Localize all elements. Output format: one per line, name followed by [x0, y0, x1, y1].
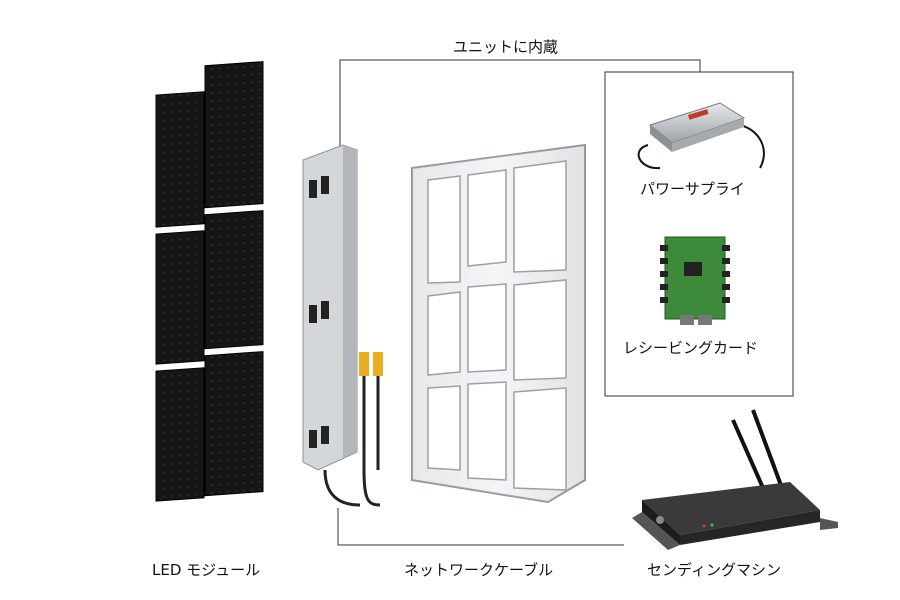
led-module-panels	[155, 61, 264, 502]
sending-machine-device	[632, 409, 838, 550]
network-cable-line	[337, 508, 624, 546]
network-cable-label: ネットワークケーブル	[404, 561, 554, 579]
receiving-card-label: レシービングカード	[623, 339, 759, 357]
sending-machine-label: センディングマシン	[647, 561, 781, 579]
receiving-card-device	[660, 236, 730, 325]
unit-power-box	[302, 144, 383, 507]
internal-components-box	[604, 71, 794, 397]
power-supply-device	[637, 102, 765, 170]
built-in-bracket-line	[339, 59, 701, 150]
built-in-label: ユニットに内蔵	[453, 38, 559, 56]
led-module-label: LED モジュール	[152, 561, 261, 579]
power-supply-label: パワーサプライ	[640, 180, 745, 198]
cabinet-frame	[411, 143, 586, 504]
